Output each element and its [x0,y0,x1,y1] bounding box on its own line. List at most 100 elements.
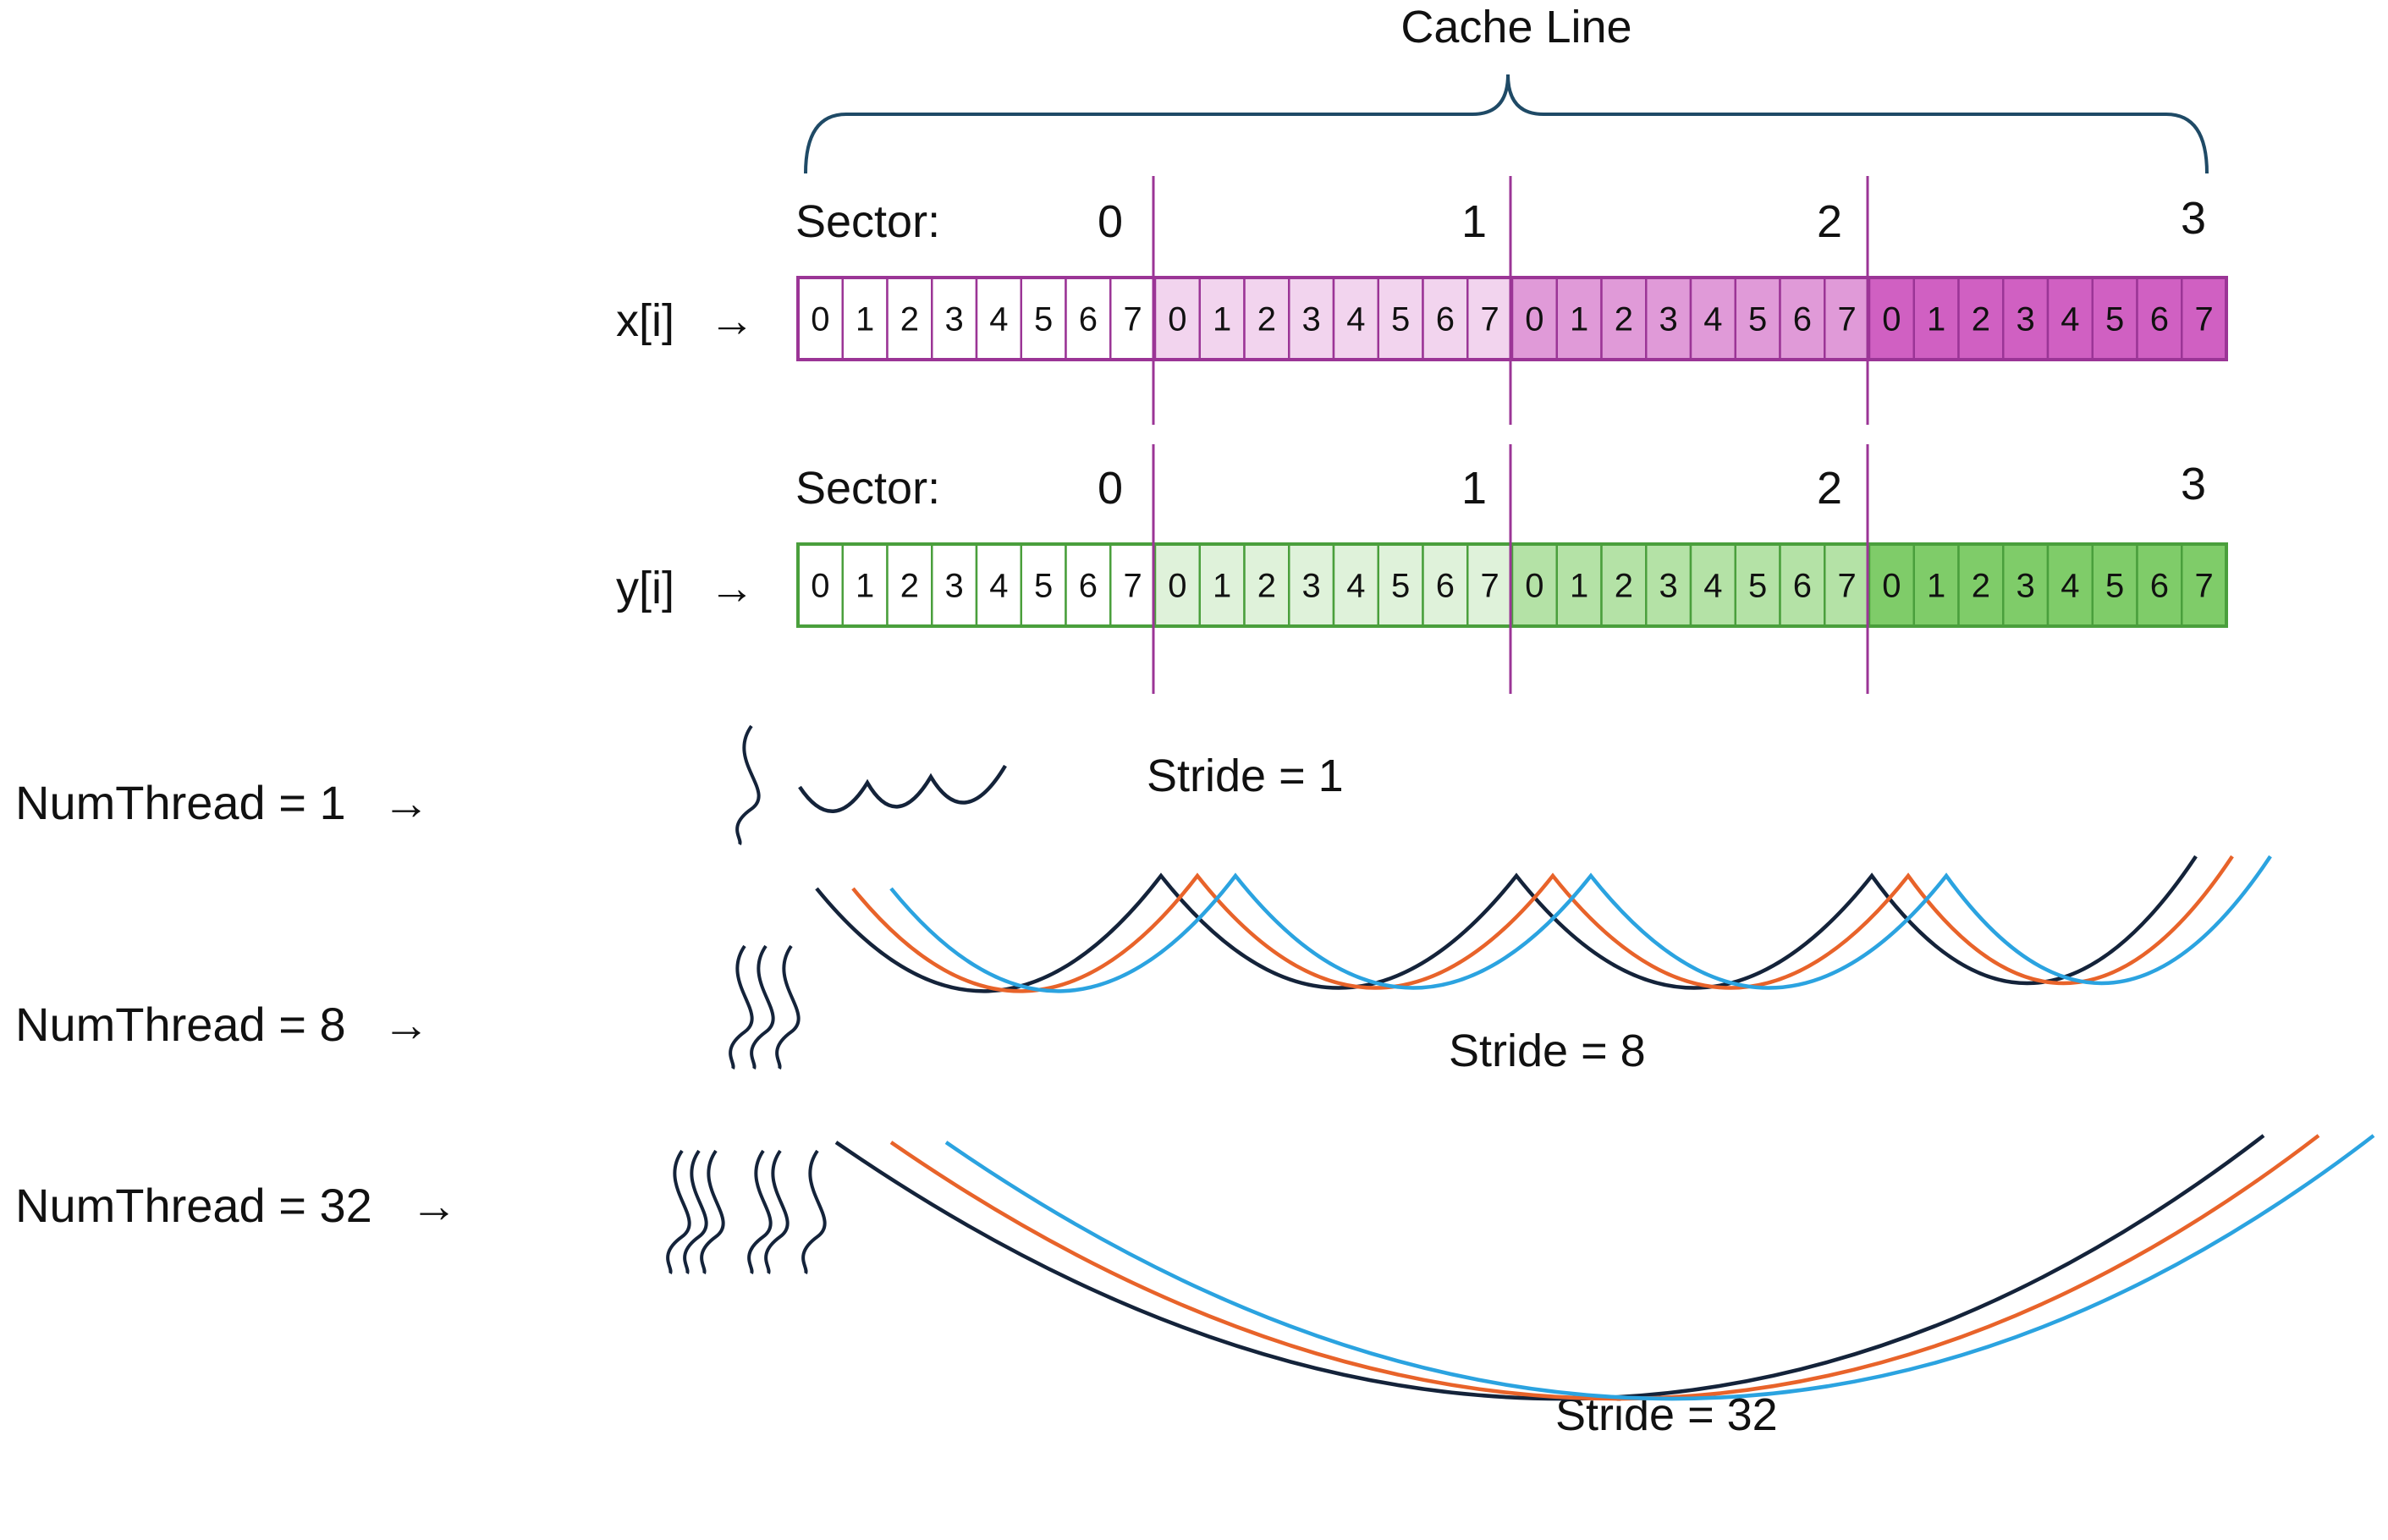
x-cell [2046,276,2094,361]
y-cell [1600,542,1648,628]
stride-8-wave [851,855,2234,993]
y-cell [1466,542,1514,628]
y-cell [1153,542,1201,628]
stride-32-wave [889,1134,2320,1401]
thread-squiggle-icon [750,944,775,1070]
x-cell [1957,276,2005,361]
stride-32-wave [944,1134,2375,1401]
y-cell [1555,542,1603,628]
stride-32-wave [834,1134,2265,1401]
y-cell-value: 2 [1972,568,1990,605]
x-sector-number-0: 0 [1098,196,1123,247]
y-cell [1779,542,1826,628]
y-sector-label: Sector: [795,463,940,514]
thread-squiggle-icon [683,1149,708,1274]
y-cell-value: 4 [2061,568,2079,605]
x-cell-value: 2 [1615,301,1633,338]
y-cell-value: 3 [1302,568,1321,605]
y-cell-value: 3 [1659,568,1678,605]
thread-squiggle-icon [729,944,754,1070]
x-cell-value: 0 [811,301,829,338]
numthread-1-label: NumThread = 1 [15,776,346,829]
y-cell-value: 6 [1436,568,1455,605]
x-cell [1109,276,1157,361]
thread-row-1: NumThread = 1 → Stride = 1 [15,751,1344,829]
y-cell-value: 5 [1391,568,1410,605]
x-sector-label: Sector: [795,196,940,247]
y-array-border [796,542,2228,628]
y-cell-value: 3 [945,568,964,605]
y-cell-value: 0 [1882,568,1901,605]
y-cell-value: 4 [1346,568,1365,605]
x-cell-value: 4 [1346,301,1365,338]
y-cell-value: 4 [1703,568,1722,605]
y-cell [1377,542,1424,628]
y-array-arrow: → [709,563,755,613]
x-cell-value: 6 [2150,301,2169,338]
x-cell [1600,276,1648,361]
y-sector-number-3: 3 [2181,459,2206,509]
thread-squiggle-icon [764,1149,790,1274]
stride-1-wave [798,764,1007,813]
thread-squiggle-icon [735,724,761,845]
x-array-arrow: → [709,295,755,346]
x-cell-value: 1 [856,301,874,338]
y-cell-value: 0 [811,568,829,605]
x-cell-value: 3 [1659,301,1678,338]
y-cell-value: 1 [1570,568,1588,605]
y-array-label: y[i] [616,563,674,613]
x-cell-value: 4 [989,301,1008,338]
y-cell [2181,542,2228,628]
y-cell-value: 1 [856,568,874,605]
x-cell-value: 4 [1703,301,1722,338]
thread-squiggles [666,724,827,1274]
y-cell-value: 6 [1793,568,1812,605]
x-cell-value: 2 [1257,301,1276,338]
y-cell-value: 4 [989,568,1008,605]
y-sector-number-0: 0 [1098,463,1123,514]
x-cell-value: 0 [1168,301,1186,338]
x-cell [1198,276,1246,361]
y-cell-value: 7 [1124,568,1142,605]
y-cell-value: 0 [1168,568,1186,605]
thread-squiggle-icon [700,1149,725,1274]
x-cell-value: 6 [1079,301,1098,338]
x-sector-number-1: 1 [1461,196,1487,247]
cache-line-label: Cache Line [1400,2,1631,52]
y-cell-value: 1 [1213,568,1231,605]
numthread-1-arrow: → [382,776,430,829]
y-sector-number-1: 1 [1461,463,1487,514]
y-cell-value: 2 [1615,568,1633,605]
numthread-32-label: NumThread = 32 [15,1179,372,1232]
y-cell [1734,542,1781,628]
y-sector-number-2: 2 [1817,463,1842,514]
x-cell-value: 1 [1570,301,1588,338]
x-cell-value: 5 [1748,301,1767,338]
thread-squiggle-icon [801,1149,827,1274]
x-cell-value: 5 [2105,301,2124,338]
y-cell-value: 3 [2017,568,2035,605]
x-cell-value: 1 [1213,301,1231,338]
y-cell [1065,542,1112,628]
x-cell [1466,276,1514,361]
y-cell-value: 0 [1525,568,1543,605]
stride-8-label-text: Stride = 8 [1449,1026,1646,1076]
x-cell-value: 5 [1391,301,1410,338]
stride-8-wave [815,855,2198,993]
x-cell-value: 5 [1034,301,1053,338]
x-cell-value: 7 [1838,301,1857,338]
x-cell-value: 3 [945,301,964,338]
x-cell-value: 7 [1124,301,1142,338]
y-cell-value: 7 [1481,568,1499,605]
x-cell [1288,276,1335,361]
cache-line-brace [804,74,2209,174]
x-cell-value: 0 [1882,301,1901,338]
x-cell [1510,276,1558,361]
y-cell-value: 1 [1927,568,1945,605]
x-cell-value: 3 [2017,301,2035,338]
